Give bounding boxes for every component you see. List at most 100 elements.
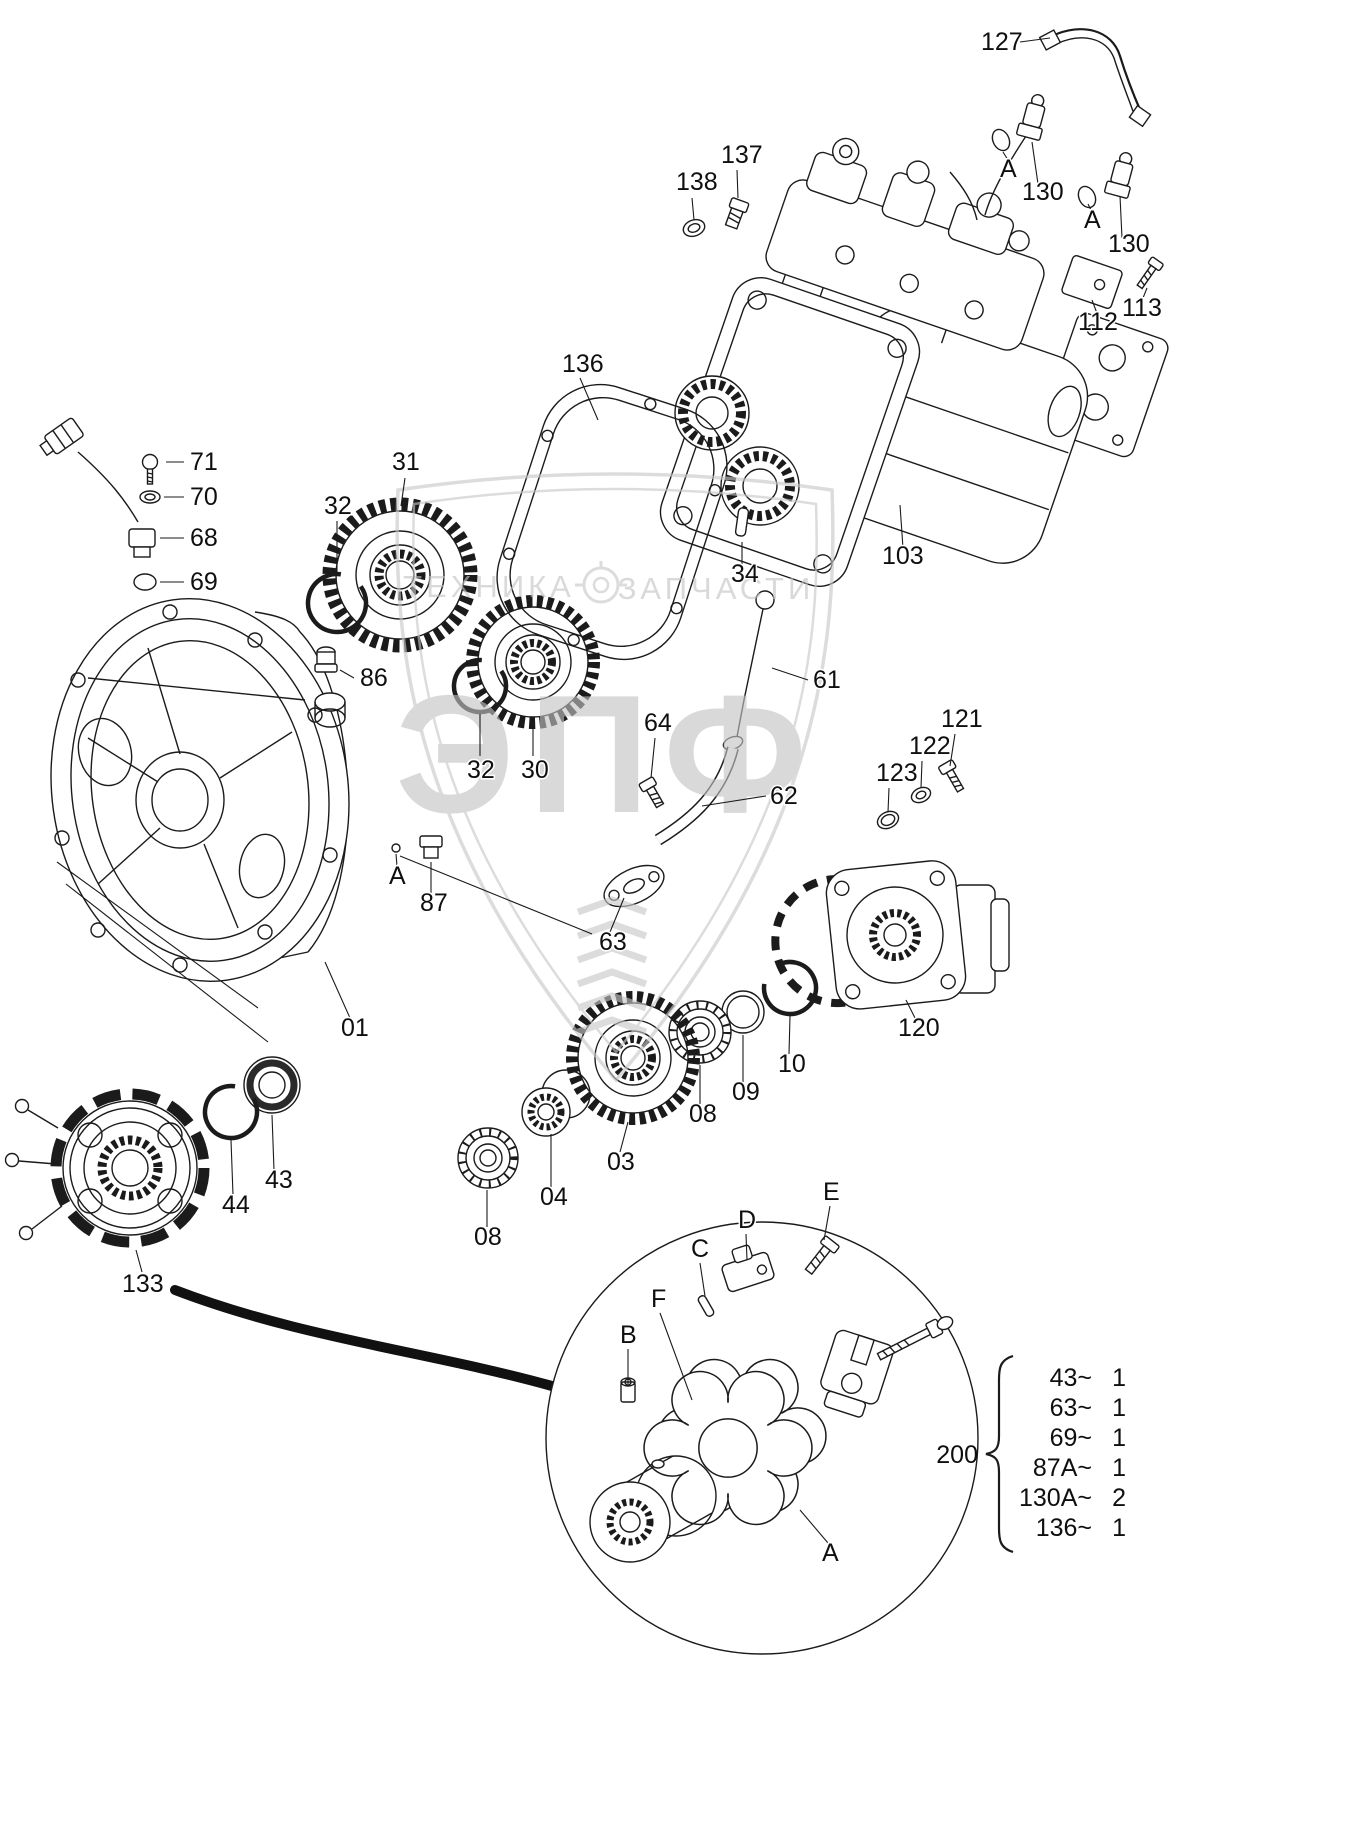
connector-plug	[39, 417, 84, 457]
sensor-68-group	[39, 417, 161, 591]
watermark-emblem	[575, 561, 627, 604]
parts-list-rows: 43~ 1 63~ 1 69~ 1 87A~ 1 130A~ 2 136~ 1	[1019, 1364, 1126, 1542]
parts-row-ref: 69~	[1050, 1424, 1092, 1452]
callout-08-b: 08	[474, 1223, 502, 1251]
pump-120	[771, 860, 1010, 1010]
tube-62	[654, 735, 744, 846]
o-ring-69	[133, 573, 157, 591]
callout-04: 04	[540, 1183, 568, 1211]
parts-row-qty: 1	[1112, 1394, 1126, 1422]
plate-112	[1061, 255, 1123, 309]
dipstick-61	[735, 590, 775, 743]
bolt-121	[938, 759, 965, 793]
parts-row-ref: 87A~	[1033, 1454, 1092, 1482]
snap-ring-10	[761, 959, 819, 1017]
parts-list-brace	[985, 1354, 1014, 1554]
parts-row-qty: 1	[1112, 1454, 1126, 1482]
bolt-71	[141, 453, 159, 485]
callout-61: 61	[813, 666, 841, 694]
callout-43: 43	[265, 1166, 293, 1194]
watermark-word-right: ЗАПЧАСТИ	[618, 571, 815, 606]
parts-list: 200 43~ 1 63~ 1 69~ 1 87A~ 1 130A~ 2 136…	[936, 1354, 1126, 1554]
construction-lines	[56, 855, 593, 1043]
callout-01: 01	[341, 1014, 369, 1042]
elbow-fitting-130-b	[1104, 152, 1134, 199]
bearing-08-b	[457, 1127, 519, 1189]
callout-103: 103	[882, 542, 924, 570]
callout-34: 34	[731, 560, 759, 588]
callout-08-a: 08	[689, 1100, 717, 1128]
snap-ring-32-b	[451, 657, 509, 715]
o-ring-a-1	[991, 128, 1011, 152]
coupling-133	[4, 1088, 210, 1248]
callout-136: 136	[562, 350, 604, 378]
elbow-fitting-130-a	[1016, 94, 1046, 141]
clamp-bolt	[876, 1315, 954, 1361]
callout-30: 30	[521, 756, 549, 784]
callout-f: F	[651, 1285, 666, 1313]
callout-labels: 127 138 137 A 130 A 130 112 113 136 103 …	[121, 27, 1164, 1569]
callout-137: 137	[721, 141, 763, 169]
parts-row-qty: 2	[1112, 1484, 1126, 1512]
seal-43	[243, 1056, 301, 1114]
pin-34	[734, 507, 750, 537]
breather-86	[314, 646, 338, 673]
parts-row-ref: 43~	[1050, 1364, 1092, 1392]
callout-c: C	[691, 1235, 709, 1263]
callout-09: 09	[732, 1078, 760, 1106]
parts-row-ref: 136~	[1036, 1514, 1092, 1542]
washer-70	[139, 490, 161, 504]
pump-shaft-spline-1	[674, 375, 750, 451]
gear-03	[566, 991, 700, 1125]
washer-122	[910, 786, 932, 804]
callout-03: 03	[607, 1148, 635, 1176]
bolt-64	[638, 776, 665, 809]
parts-row-qty: 1	[1112, 1424, 1126, 1452]
watermark-wheat	[576, 896, 648, 1036]
callout-130-b: 130	[1108, 230, 1150, 258]
callout-b: B	[620, 1321, 637, 1349]
callout-a-2: A	[1084, 206, 1101, 234]
leader-lines	[135, 37, 1148, 1544]
parts-group-number: 200	[936, 1441, 978, 1469]
breather-boss	[314, 692, 346, 728]
callout-120: 120	[898, 1014, 940, 1042]
callout-71: 71	[190, 448, 218, 476]
snap-ring-44	[202, 1083, 260, 1141]
detail-circle-200	[545, 1221, 979, 1655]
coupling-spider-f	[643, 1370, 813, 1526]
bolt-e	[804, 1235, 840, 1276]
callout-32-b: 32	[467, 756, 495, 784]
callout-69: 69	[190, 568, 218, 596]
callout-32-a: 32	[324, 492, 352, 520]
housing-01	[50, 598, 350, 982]
bolt-137	[724, 197, 750, 230]
flange-63	[603, 864, 665, 908]
callout-86: 86	[360, 664, 388, 692]
parts-row-ref: 63~	[1050, 1394, 1092, 1422]
callout-127: 127	[981, 28, 1023, 56]
callout-10: 10	[778, 1050, 806, 1078]
callout-64: 64	[644, 709, 672, 737]
callout-113: 113	[1122, 294, 1162, 322]
screw-113	[1136, 256, 1164, 290]
detail-callout-swoosh	[170, 1285, 557, 1391]
callout-112: 112	[1078, 308, 1118, 336]
plug-87	[419, 835, 443, 859]
regulator-valve-cluster	[765, 137, 1045, 351]
pipe-127	[991, 28, 1152, 209]
callout-a-1: A	[1000, 155, 1017, 183]
parts-row-qty: 1	[1112, 1514, 1126, 1542]
sensor-wire	[77, 451, 139, 523]
parts-row-ref: 130A~	[1019, 1484, 1092, 1512]
coupling-hub-b	[589, 1455, 717, 1563]
callout-e: E	[823, 1178, 840, 1206]
sensor-body-68	[128, 528, 156, 558]
coupling-studs	[4, 1098, 63, 1241]
callout-31: 31	[392, 448, 420, 476]
position-a-dot	[391, 843, 401, 853]
watermark-logo-text: ЭПФ	[395, 660, 821, 848]
callout-63: 63	[599, 928, 627, 956]
callout-62: 62	[770, 782, 798, 810]
